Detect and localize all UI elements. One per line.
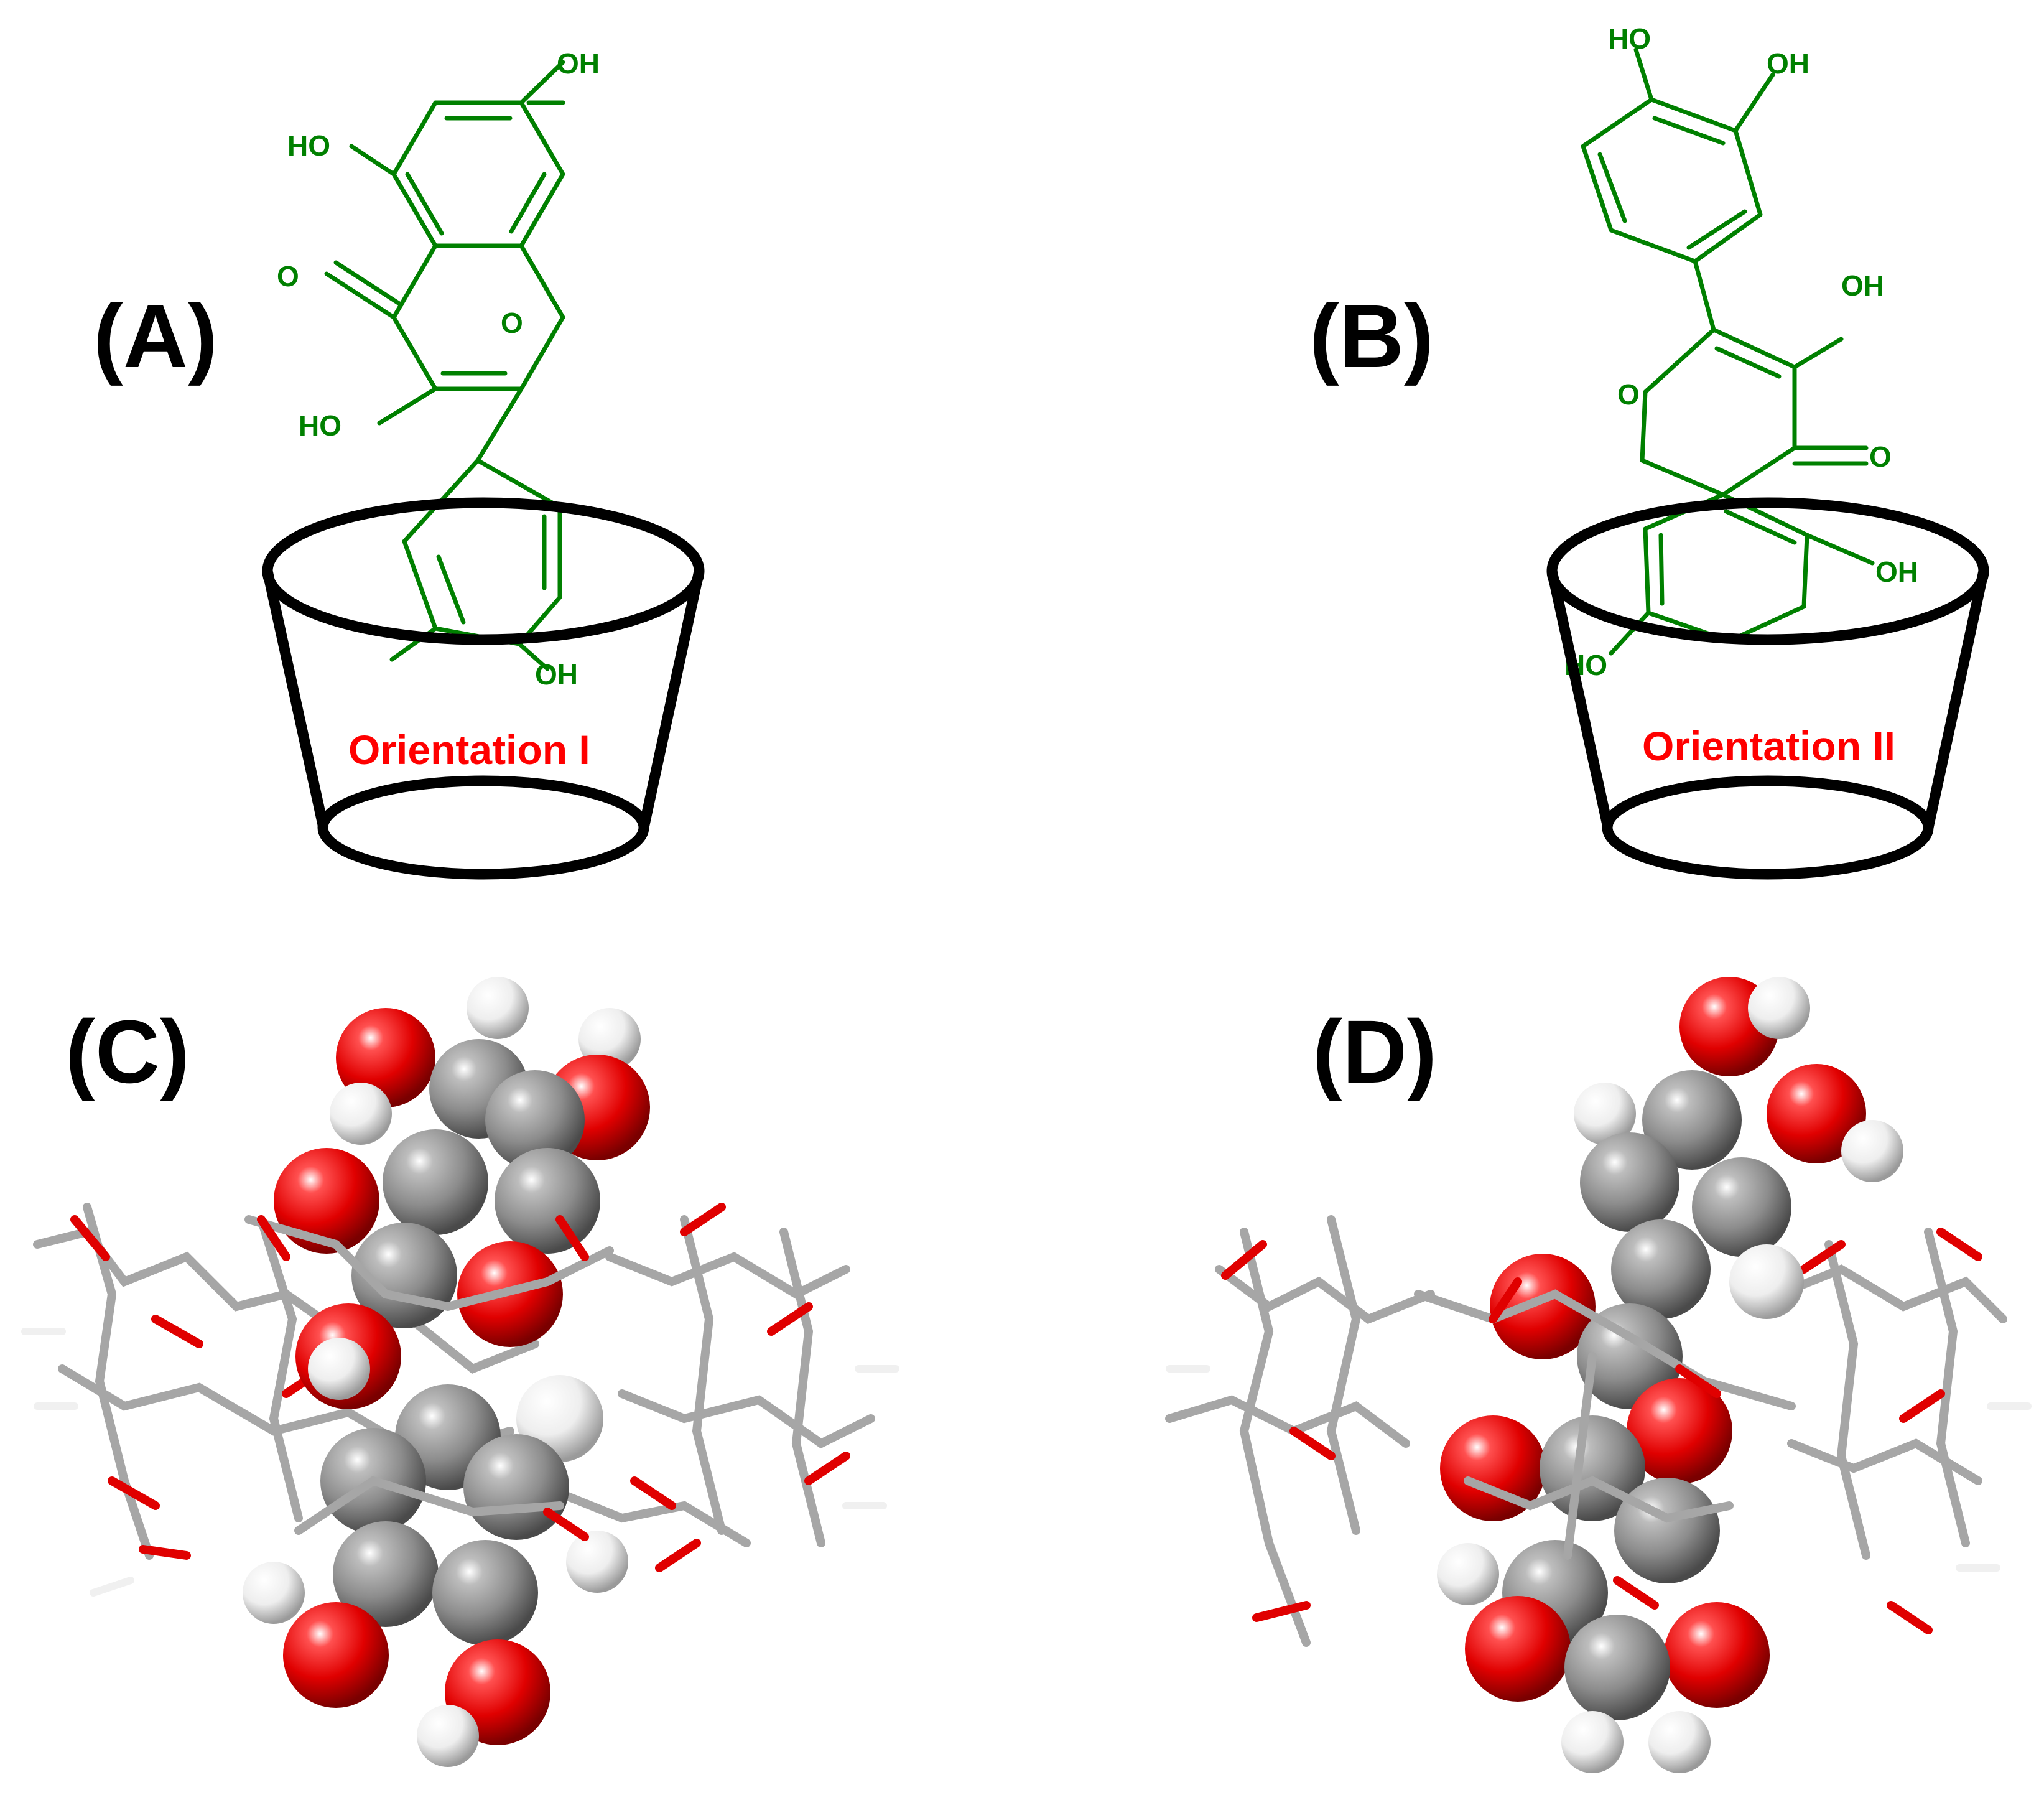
quercetin-spacefill-c [243, 977, 650, 1767]
cyclodextrin-cup-a [262, 497, 705, 880]
panel-c: (C) [21, 977, 899, 1767]
atom-ring-o-b: O [1617, 378, 1640, 411]
atom-oh-mid-b: OH [1841, 269, 1884, 302]
cyclodextrin-foreground-sticks-d [1414, 1277, 1796, 1610]
quercetin-spacefill-d [1437, 977, 1903, 1773]
atom-oh-bottom: OH [535, 658, 578, 691]
cyclodextrin-cup-b [1546, 497, 1989, 880]
atom-carbonyl-o-b: O [1869, 441, 1892, 473]
panel-a-label: (A) [93, 286, 218, 386]
quercetin-structure-b: HO OH OH O O OH HO [1564, 22, 1918, 681]
panel-d: (D) [1165, 977, 2032, 1773]
ring-a-inner [1643, 492, 1809, 643]
cyclodextrin-sticks-d [1165, 1215, 2032, 1647]
orientation-label-b: Orientation II [1642, 723, 1895, 769]
panel-a: (A) OH HO [93, 47, 705, 880]
atom-oh-top-b: OH [1767, 47, 1809, 80]
atom-ring-o: O [501, 307, 523, 339]
ring-a-top [391, 100, 565, 248]
cyclodextrin-foreground-sticks-c [244, 1215, 614, 1541]
atom-carbonyl-o: O [277, 260, 299, 292]
cyclodextrin-sticks-c [21, 1203, 899, 1597]
orientation-label-a: Orientation I [348, 727, 590, 773]
ring-b-inner [402, 458, 562, 646]
atom-ho-top-b: HO [1608, 22, 1651, 55]
atom-ho-left: HO [287, 129, 330, 162]
quercetin-structure-a: OH HO O O HO OH [277, 47, 600, 691]
panel-c-label: (C) [65, 1002, 190, 1102]
atom-ho-lower: HO [299, 409, 341, 442]
panel-b: (B) HO OH OH O O [1309, 22, 1989, 880]
atom-oh-right-b: OH [1875, 556, 1918, 588]
panel-d-label: (D) [1312, 1002, 1437, 1102]
panel-b-label: (B) [1309, 286, 1434, 386]
atom-oh-top: OH [557, 47, 600, 80]
